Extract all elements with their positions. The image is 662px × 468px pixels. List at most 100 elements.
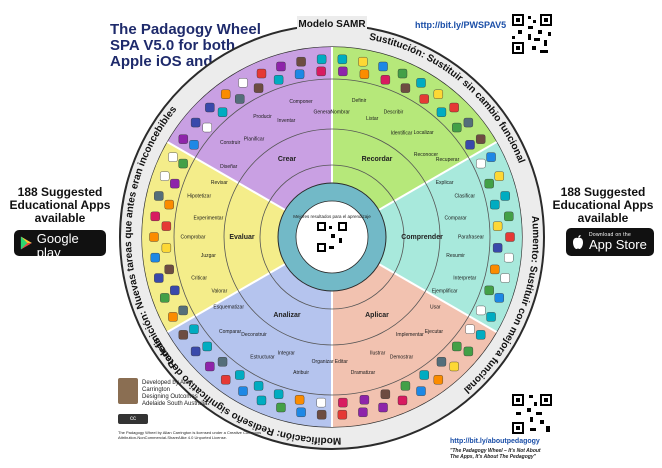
app-icon[interactable] xyxy=(465,140,475,150)
app-icon[interactable] xyxy=(160,293,170,303)
app-icon[interactable] xyxy=(380,389,391,399)
bottom-link[interactable]: http://bit.ly/aboutpedagogy xyxy=(450,438,540,445)
app-icon[interactable] xyxy=(449,102,459,113)
app-icon[interactable] xyxy=(358,57,368,67)
app-icon[interactable] xyxy=(433,375,443,385)
app-icon[interactable] xyxy=(359,69,370,79)
app-icon[interactable] xyxy=(484,285,494,296)
app-icon[interactable] xyxy=(178,158,188,169)
app-icon[interactable] xyxy=(189,324,199,334)
app-icon[interactable] xyxy=(256,68,267,79)
app-icon[interactable] xyxy=(486,312,496,322)
app-icon[interactable] xyxy=(253,83,264,93)
app-icon[interactable] xyxy=(400,83,411,93)
app-icon[interactable] xyxy=(217,357,228,367)
app-icon[interactable] xyxy=(494,293,504,303)
app-icon[interactable] xyxy=(494,171,504,181)
app-icon[interactable] xyxy=(170,285,180,296)
app-icon[interactable] xyxy=(205,361,215,372)
app-icon[interactable] xyxy=(178,305,188,316)
app-icon[interactable] xyxy=(378,61,388,72)
app-icon[interactable] xyxy=(294,395,305,405)
app-icon[interactable] xyxy=(463,117,474,128)
app-icon[interactable] xyxy=(296,407,306,417)
app-icon[interactable] xyxy=(338,66,348,77)
app-icon[interactable] xyxy=(150,252,160,263)
app-icon[interactable] xyxy=(238,386,248,396)
bottom-qr-code-icon[interactable] xyxy=(510,392,554,436)
app-icon[interactable] xyxy=(486,152,496,162)
top-qr-code-icon[interactable] xyxy=(510,12,554,56)
app-icon[interactable] xyxy=(273,75,284,85)
app-icon[interactable] xyxy=(500,191,510,201)
app-icon[interactable] xyxy=(316,397,326,408)
app-icon[interactable] xyxy=(154,191,164,201)
app-icon[interactable] xyxy=(504,252,514,263)
app-icon[interactable] xyxy=(419,94,429,104)
app-icon[interactable] xyxy=(164,264,174,275)
app-icon[interactable] xyxy=(164,199,174,210)
app-icon[interactable] xyxy=(397,68,408,79)
app-icon[interactable] xyxy=(316,409,327,420)
app-icon[interactable] xyxy=(178,330,188,340)
app-icon[interactable] xyxy=(202,341,212,352)
app-icon[interactable] xyxy=(504,211,514,222)
app-icon[interactable] xyxy=(449,361,459,372)
app-icon[interactable] xyxy=(433,89,443,99)
app-icon[interactable] xyxy=(452,341,462,352)
app-icon[interactable] xyxy=(276,61,286,72)
app-icon[interactable] xyxy=(238,78,248,88)
app-icon[interactable] xyxy=(154,273,164,283)
app-icon[interactable] xyxy=(484,178,494,189)
app-icon[interactable] xyxy=(221,89,231,99)
app-icon[interactable] xyxy=(221,375,231,385)
app-icon[interactable] xyxy=(358,407,368,417)
app-icon[interactable] xyxy=(359,395,370,405)
app-icon[interactable] xyxy=(150,211,160,222)
app-store-button[interactable]: Download on the App Store xyxy=(566,228,654,256)
app-icon[interactable] xyxy=(168,152,178,162)
app-icon[interactable] xyxy=(189,140,199,150)
app-icon[interactable] xyxy=(273,389,284,399)
app-icon[interactable] xyxy=(397,395,408,406)
app-icon[interactable] xyxy=(256,395,267,406)
app-icon[interactable] xyxy=(316,54,327,65)
app-icon[interactable] xyxy=(416,386,426,396)
app-icon[interactable] xyxy=(316,66,326,77)
google-play-button[interactable]: ANDROID APP ON Google play xyxy=(14,226,106,260)
app-icon[interactable] xyxy=(416,78,426,88)
app-icon[interactable] xyxy=(190,117,201,128)
app-icon[interactable] xyxy=(296,57,306,67)
app-icon[interactable] xyxy=(463,346,474,357)
app-icon[interactable] xyxy=(190,346,201,357)
app-icon[interactable] xyxy=(452,122,462,133)
app-icon[interactable] xyxy=(160,171,170,181)
app-icon[interactable] xyxy=(380,75,391,85)
app-icon[interactable] xyxy=(465,324,475,334)
app-icon[interactable] xyxy=(476,134,486,144)
app-icon[interactable] xyxy=(436,357,447,367)
app-icon[interactable] xyxy=(337,409,348,420)
app-icon[interactable] xyxy=(400,381,411,391)
app-icon[interactable] xyxy=(253,381,264,391)
app-icon[interactable] xyxy=(205,102,215,113)
app-icon[interactable] xyxy=(337,54,348,65)
top-link[interactable]: http://bit.ly/PWSPAV5 xyxy=(415,20,507,30)
app-icon[interactable] xyxy=(476,305,486,316)
app-icon[interactable] xyxy=(168,312,178,322)
app-icon[interactable] xyxy=(419,370,429,380)
app-icon[interactable] xyxy=(500,273,510,283)
app-icon[interactable] xyxy=(490,199,500,210)
app-icon[interactable] xyxy=(178,134,188,144)
app-icon[interactable] xyxy=(235,94,245,104)
app-icon[interactable] xyxy=(235,370,245,380)
app-icon[interactable] xyxy=(476,330,486,340)
app-icon[interactable] xyxy=(161,243,172,253)
app-icon[interactable] xyxy=(217,107,228,117)
app-icon[interactable] xyxy=(338,397,348,408)
app-icon[interactable] xyxy=(202,122,212,133)
app-icon[interactable] xyxy=(492,243,503,253)
app-icon[interactable] xyxy=(490,264,500,275)
center-qr-code-icon[interactable] xyxy=(316,221,348,253)
app-icon[interactable] xyxy=(492,221,503,231)
